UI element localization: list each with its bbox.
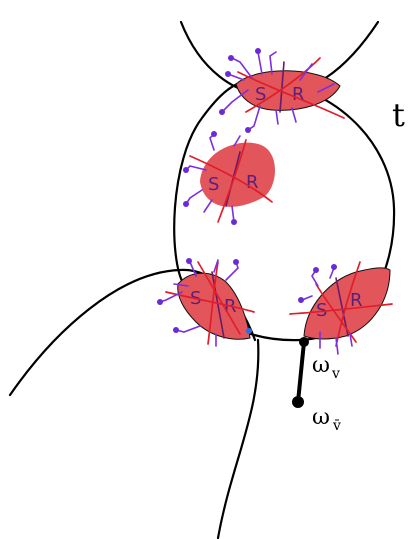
omega-v-label: ω v <box>312 353 340 382</box>
vertex-vbar-dot <box>292 396 304 408</box>
letter-s: S <box>255 84 266 105</box>
omega-v-base: ω <box>312 353 330 378</box>
letter-r: R <box>292 84 305 105</box>
bottom-strand-outline <box>218 340 258 538</box>
omega-edge-line <box>298 342 304 402</box>
omega-v-sub: v <box>331 366 340 382</box>
letter-s: S <box>208 174 219 195</box>
t-label: t <box>392 96 405 134</box>
sr-region-top: S R <box>219 48 344 133</box>
omega-edge <box>292 337 309 408</box>
omega-vbar-base: ω <box>312 405 330 430</box>
omega-vbar-label: ω v̄ <box>312 405 341 434</box>
vertex-v-dot <box>299 337 309 347</box>
letter-r: R <box>246 172 259 193</box>
omega-vbar-sub: v̄ <box>332 418 341 434</box>
sr-region-center: S R <box>183 131 275 225</box>
